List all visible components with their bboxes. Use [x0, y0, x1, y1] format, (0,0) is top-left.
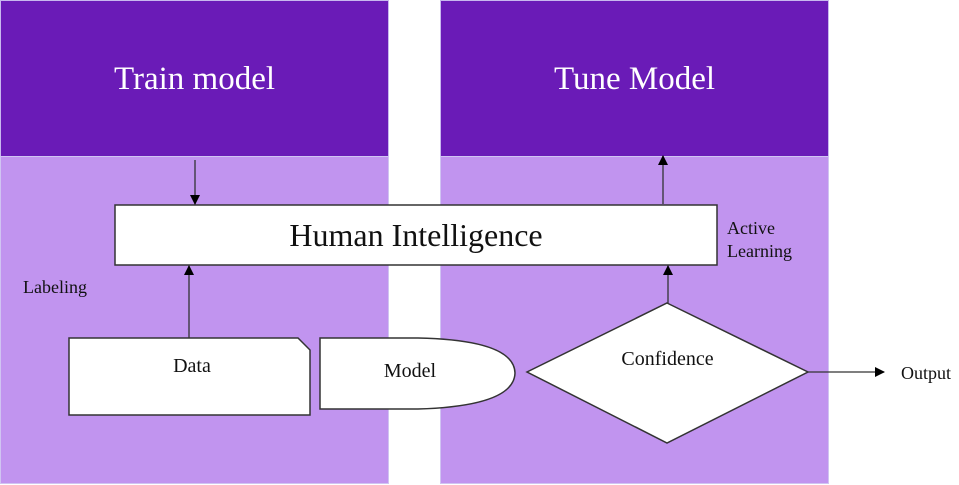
data-shape — [68, 337, 311, 416]
labeling-label: Labeling — [23, 277, 87, 297]
tune-model-header: Tune Model — [440, 0, 829, 157]
human-intelligence-label: Human Intelligence — [289, 217, 543, 253]
output-label: Output — [901, 363, 952, 383]
data-label: Data — [173, 355, 211, 377]
tune-model-title: Tune Model — [553, 61, 716, 97]
confidence-diamond — [525, 302, 810, 444]
confidence-label: Confidence — [621, 348, 714, 370]
train-model-title: Train model — [113, 61, 276, 97]
model-label: Model — [383, 360, 437, 382]
model-shape — [319, 337, 516, 410]
human-intelligence-box — [114, 204, 718, 266]
train-model-header: Train model — [0, 0, 389, 157]
active-learning-label-line2: Learning — [727, 241, 792, 261]
active-learning-label-line1: Active — [727, 218, 775, 238]
